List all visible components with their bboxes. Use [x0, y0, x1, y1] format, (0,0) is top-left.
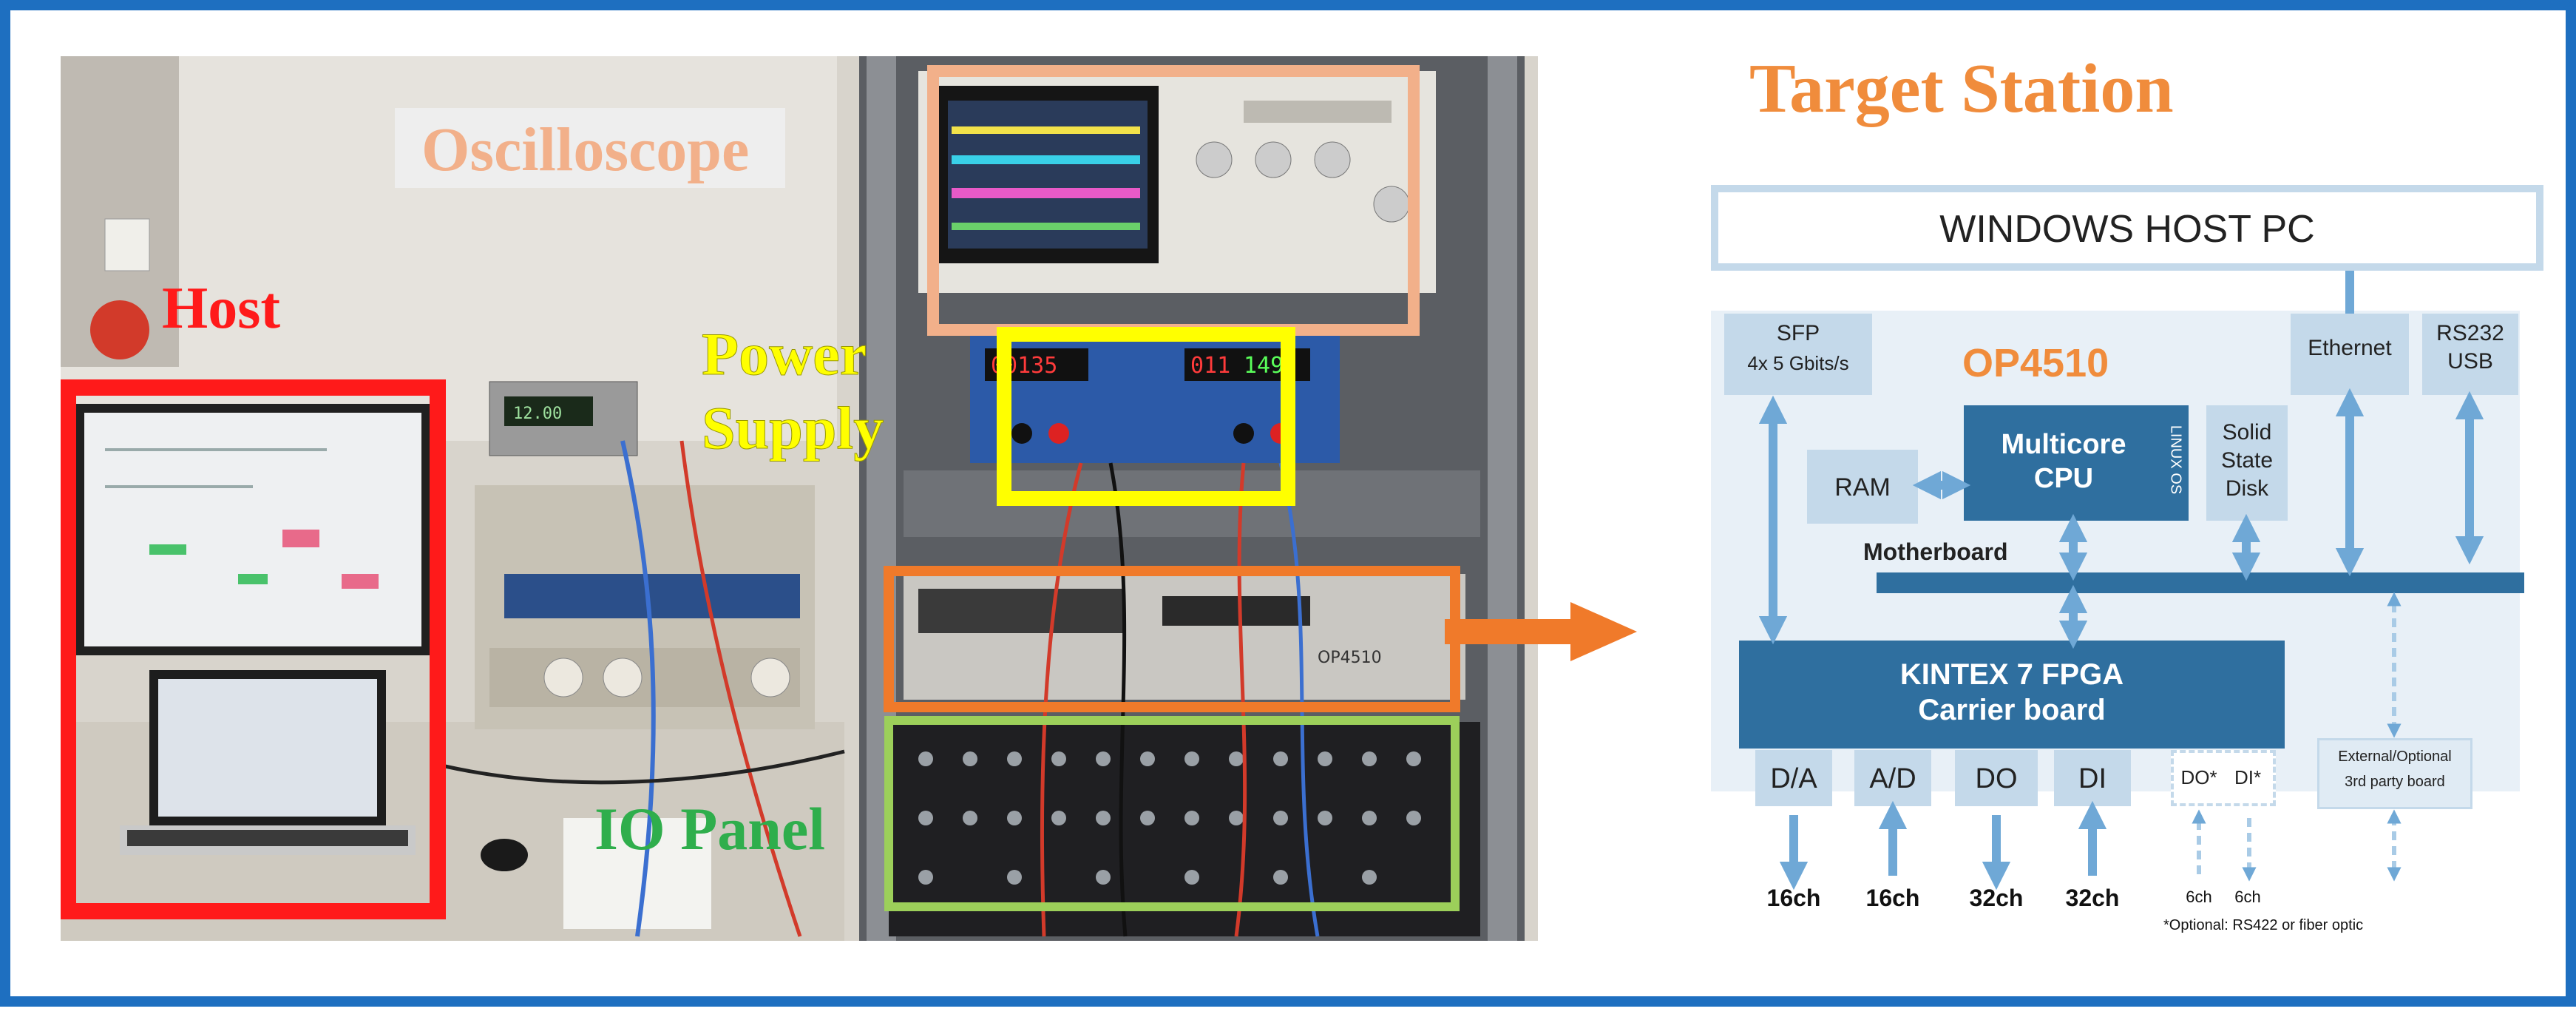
io-da-label: D/A	[1770, 763, 1817, 794]
oscilloscope-label: Oscilloscope	[421, 115, 750, 184]
io-do-opt-label: DO*	[2180, 766, 2217, 788]
ram-box	[1807, 450, 1918, 524]
ethernet-box	[2291, 314, 2409, 395]
power-supply-label-line2: Supply	[701, 394, 884, 462]
io-panel-label: IO Panel	[594, 795, 826, 862]
ch-do-opt-label: 6ch	[2186, 888, 2212, 906]
cpu-label-1: Multicore	[2001, 429, 2126, 460]
windows-host-pc-box	[1711, 185, 2543, 271]
power-supply-label-line1: Power	[701, 320, 867, 388]
svg-text:12.00: 12.00	[513, 405, 562, 423]
fpga-label-1: KINTEX 7 FPGA	[1899, 658, 2124, 691]
optional-footnote: *Optional: RS422 or fiber optic	[2163, 917, 2364, 933]
cpu-label-2: CPU	[2033, 463, 2094, 494]
ram-label: RAM	[1834, 473, 1891, 501]
ethernet-label: Ethernet	[2308, 336, 2392, 360]
mouse	[481, 839, 528, 871]
motherboard-bus	[1877, 572, 2524, 593]
multicore-cpu-box	[1964, 405, 2189, 521]
io-ad-label: A/D	[1869, 763, 1916, 794]
photo-to-diagram-arrow	[1445, 602, 1637, 661]
bench-sockets	[489, 648, 800, 707]
io-do-label: DO	[1975, 763, 2018, 794]
diagram-arrows	[1758, 271, 2484, 891]
ch-ad-label: 16ch	[1865, 885, 1920, 911]
io-ad-box	[1854, 750, 1931, 806]
ssd-label-2: State	[2220, 448, 2274, 473]
bench-blue-strip	[504, 574, 800, 618]
ch-di-label: 32ch	[2065, 885, 2120, 911]
svg-text:149: 149	[1244, 353, 1284, 379]
io-di-label: DI	[2078, 763, 2106, 794]
power-supply-highlight-box	[997, 327, 1295, 506]
motherboard-label: Motherboard	[1863, 538, 2008, 565]
svg-text:011: 011	[1190, 353, 1230, 379]
external-board-box	[2317, 738, 2472, 809]
io-panel-highlight-box	[884, 716, 1460, 911]
oscilloscope-label-bg	[395, 108, 785, 188]
sfp-label-2: 4x 5 Gbits/s	[1747, 352, 1849, 374]
host-highlight-box	[61, 379, 446, 919]
io-di-box	[2054, 750, 2131, 806]
ch-di-opt-label: 6ch	[2234, 888, 2261, 906]
solid-state-disk-box	[2206, 405, 2288, 521]
io-da-box	[1755, 750, 1832, 806]
sfp-box	[1724, 314, 1872, 395]
ssd-label-1: Solid	[2222, 420, 2272, 445]
sfp-label-1: SFP	[1776, 321, 1820, 345]
io-di-opt-label: DI*	[2234, 766, 2262, 788]
io-optional-box	[2171, 750, 2276, 806]
wall-socket-red	[90, 300, 149, 359]
usb-label: USB	[2447, 349, 2493, 374]
wall-switch	[104, 218, 150, 271]
io-panel-device	[889, 722, 1480, 936]
rs232-label: RS232	[2436, 321, 2504, 345]
kintex7-fpga-box	[1739, 641, 2285, 749]
ssd-label-3: Disk	[2225, 476, 2269, 501]
notepad	[563, 818, 711, 929]
external-board-label-2: 3rd party board	[2345, 774, 2445, 790]
io-do-box	[1955, 750, 2038, 806]
rs232-usb-box	[2422, 314, 2518, 395]
svg-text:OP4510: OP4510	[1318, 649, 1382, 667]
external-board-label-1: External/Optional	[2338, 749, 2452, 765]
fpga-label-2: Carrier board	[1918, 694, 2106, 726]
op4510-model-label: OP4510	[1962, 341, 2109, 385]
target-station-title: Target Station	[1749, 50, 2174, 127]
host-label: Host	[162, 276, 280, 341]
windows-host-pc-label: WINDOWS HOST PC	[1939, 208, 2315, 251]
